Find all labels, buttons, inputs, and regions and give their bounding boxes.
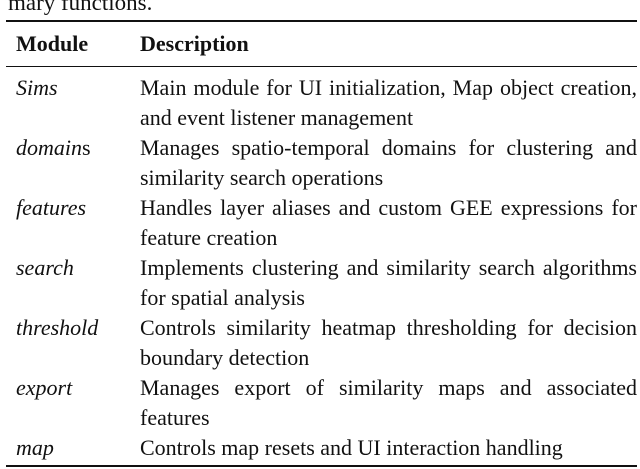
header-description: Description — [140, 31, 249, 56]
table-row: domains Manages spatio-temporal domains … — [6, 133, 637, 193]
module-table-grid: Module Description — [6, 22, 637, 66]
module-description: Controls map resets and UI interaction h… — [140, 435, 563, 460]
module-name-italic: map — [16, 435, 54, 460]
bottom-rule — [6, 465, 637, 467]
top-rule — [6, 20, 637, 22]
caption-tail: mary functions. — [8, 0, 153, 15]
module-name-italic: Sims — [16, 75, 58, 100]
module-name-italic: threshold — [16, 315, 99, 340]
table-row: search Implements clustering and similar… — [6, 253, 637, 313]
module-description: Handles layer aliases and custom GEE exp… — [140, 195, 637, 250]
module-name-italic: features — [16, 195, 87, 220]
module-description: Implements clustering and similarity sea… — [140, 255, 637, 310]
module-name: Sims — [6, 67, 140, 133]
module-table-body: Sims Main module for UI initialization, … — [6, 67, 637, 465]
module-name-italic: search — [16, 255, 74, 280]
module-name: features — [6, 193, 140, 253]
module-name-italic: export — [16, 375, 73, 400]
module-name-italic: domain — [16, 135, 82, 160]
module-name: domains — [6, 133, 140, 193]
module-description: Manages spatio-temporal domains for clus… — [140, 135, 637, 190]
table-row: features Handles layer aliases and custo… — [6, 193, 637, 253]
module-name-suffix: s — [82, 135, 91, 160]
module-description: Controls similarity heatmap thresholding… — [140, 315, 637, 370]
table-row: map Controls map resets and UI interacti… — [6, 433, 637, 465]
module-description: Manages export of similarity maps and as… — [140, 375, 637, 430]
table-row: threshold Controls similarity heatmap th… — [6, 313, 637, 373]
module-name: threshold — [6, 313, 140, 373]
header-rule — [6, 66, 637, 67]
table-row: export Manages export of similarity maps… — [6, 373, 637, 433]
module-description: Main module for UI initialization, Map o… — [140, 75, 637, 130]
module-table: Module Description Sims Main module for … — [6, 20, 637, 467]
table-row: Sims Main module for UI initialization, … — [6, 67, 637, 133]
module-name: export — [6, 373, 140, 433]
header-module: Module — [16, 31, 89, 56]
table-header-row: Module Description — [6, 22, 637, 66]
module-name: map — [6, 433, 140, 465]
module-name: search — [6, 253, 140, 313]
